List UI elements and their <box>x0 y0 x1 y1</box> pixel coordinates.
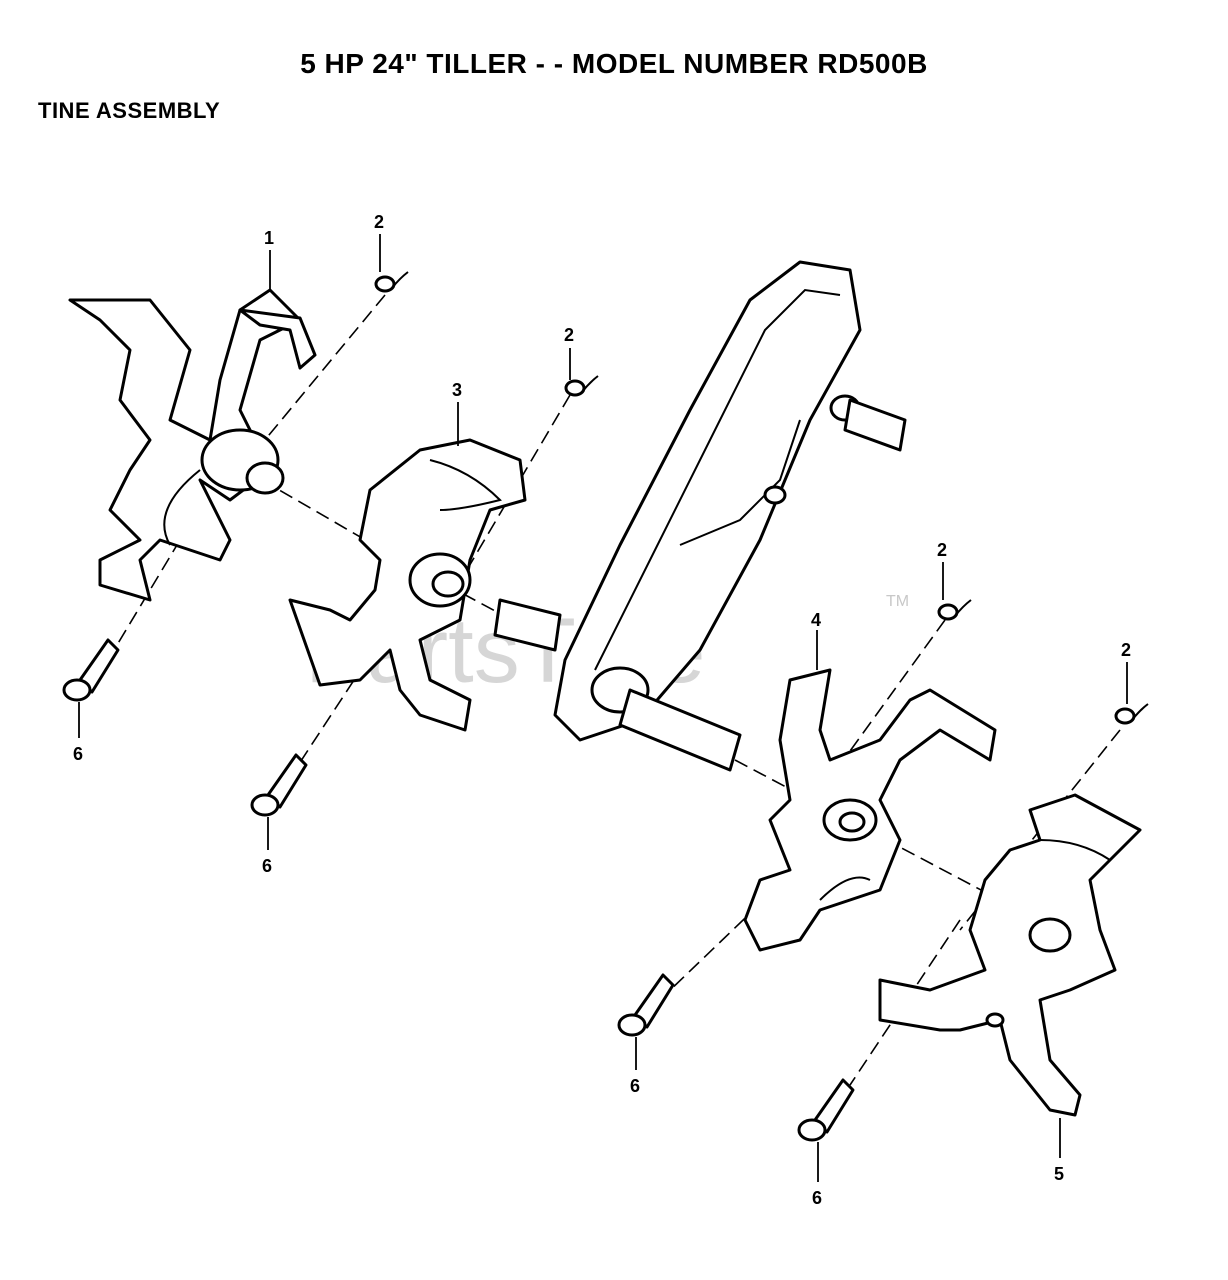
callout-5: 5 <box>1054 1164 1064 1184</box>
callout-3: 3 <box>452 380 462 400</box>
watermark-trademark: TM <box>886 593 909 610</box>
pin-part-2-a <box>374 271 409 293</box>
callout-2: 2 <box>374 212 384 232</box>
callout-4: 4 <box>811 610 821 630</box>
callout-2: 2 <box>937 540 947 560</box>
assembly-subtitle: TINE ASSEMBLY <box>38 98 221 123</box>
tine-part-5 <box>878 793 1142 1117</box>
pin-part-2-c <box>937 599 972 621</box>
bolt-path-1 <box>104 539 181 666</box>
callout-6: 6 <box>73 744 83 764</box>
callout-6: 6 <box>812 1188 822 1208</box>
bolt-part-6-d <box>797 1078 855 1142</box>
bolt-path-5 <box>849 919 961 1086</box>
tine-part-3 <box>288 438 527 732</box>
callout-6: 6 <box>262 856 272 876</box>
callout-1: 1 <box>264 228 274 248</box>
bolt-part-6-c <box>617 973 675 1037</box>
tine-part-1 <box>68 288 317 602</box>
callout-2: 2 <box>564 325 574 345</box>
tine-part-4 <box>743 668 997 952</box>
callout-6: 6 <box>630 1076 640 1096</box>
gearbox-housing <box>493 260 907 772</box>
bolt-part-6-a <box>62 638 120 702</box>
pin-part-2-d <box>1114 703 1149 725</box>
callout-2: 2 <box>1121 640 1131 660</box>
bolt-part-6-b <box>250 753 308 817</box>
diagram-title: 5 HP 24" TILLER - - MODEL NUMBER RD500B <box>300 48 928 79</box>
pin-part-2-b <box>564 375 599 397</box>
